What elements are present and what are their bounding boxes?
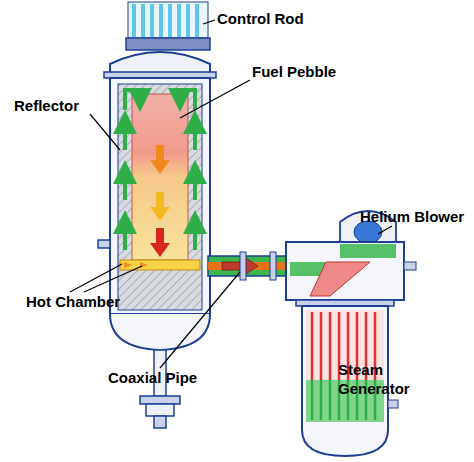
steam-generator	[286, 211, 416, 456]
part-label: Control Rod	[217, 9, 327, 28]
part-label: Steam Generator	[338, 360, 426, 398]
coaxial-pipe	[208, 252, 286, 280]
hot-chamber	[120, 260, 200, 270]
part-label: Helium Blower	[360, 207, 474, 226]
core-arrows	[150, 145, 170, 257]
flow-arrows	[125, 90, 195, 250]
control-rods	[126, 2, 210, 50]
part-label: Fuel Pebble	[252, 62, 362, 81]
part-label: Hot Chamber	[26, 292, 146, 311]
part-label: Reflector	[14, 96, 114, 115]
part-label: Coaxial Pipe	[108, 368, 228, 387]
leader-lines	[70, 20, 392, 368]
